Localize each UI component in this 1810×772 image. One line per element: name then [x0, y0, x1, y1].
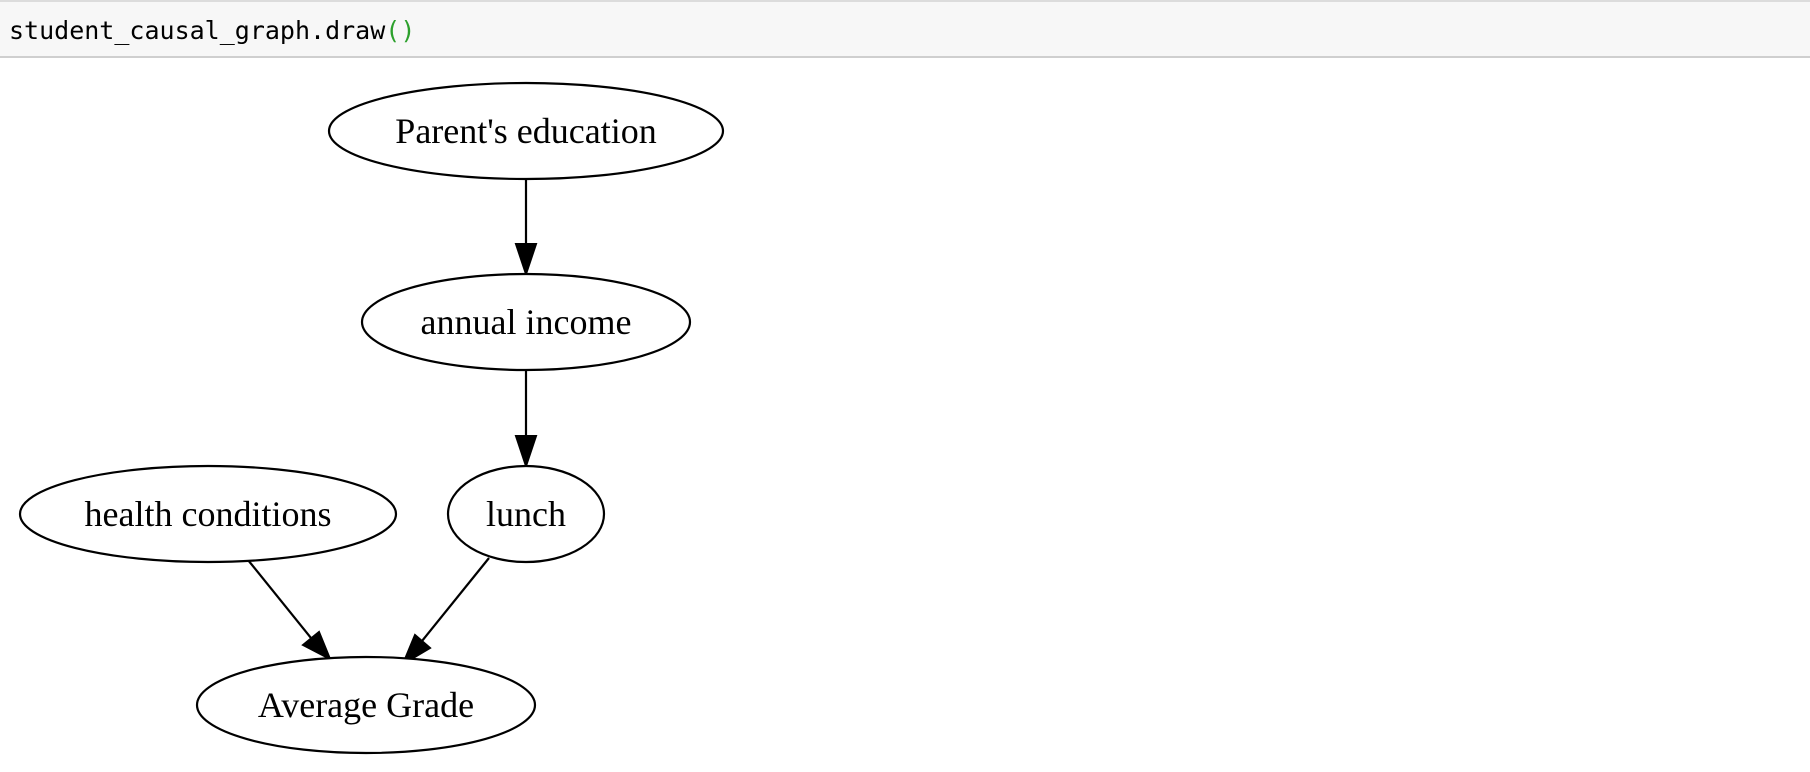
node-label: health conditions — [85, 494, 332, 534]
code-line[interactable]: student_causal_graph.draw() — [9, 16, 415, 46]
edge-lunch-to-average-grade — [400, 557, 490, 667]
node-lunch: lunch — [446, 464, 606, 564]
arrowhead — [514, 435, 538, 470]
node-ellipse — [327, 81, 725, 181]
arrowhead — [400, 633, 432, 667]
edge-line — [247, 559, 312, 639]
edge-health-conditions-to-average-grade — [247, 559, 332, 662]
arrowhead — [301, 630, 332, 662]
edge-line — [421, 557, 490, 642]
node-health-conditions: health conditions — [18, 464, 398, 564]
node-ellipse — [446, 464, 606, 564]
node-ellipse — [18, 464, 398, 564]
node-label: Average Grade — [258, 685, 474, 725]
node-ellipse — [195, 655, 537, 755]
graph-output: Parent's education annual income health … — [0, 58, 1810, 772]
node-label: Parent's education — [395, 111, 656, 151]
edge-parents-education-to-annual-income — [514, 179, 538, 278]
node-average-grade: Average Grade — [195, 655, 537, 755]
code-call-parens: () — [385, 16, 416, 45]
arrowhead — [514, 243, 538, 278]
node-ellipse — [360, 272, 692, 372]
edge-annual-income-to-lunch — [514, 371, 538, 470]
node-label: lunch — [486, 494, 566, 534]
node-annual-income: annual income — [360, 272, 692, 372]
causal-graph: Parent's education annual income health … — [18, 81, 725, 755]
node-label: annual income — [421, 302, 632, 342]
code-cell[interactable]: student_causal_graph.draw() — [0, 0, 1810, 58]
code-call-name: student_causal_graph.draw — [9, 16, 386, 45]
node-parents-education: Parent's education — [327, 81, 725, 181]
